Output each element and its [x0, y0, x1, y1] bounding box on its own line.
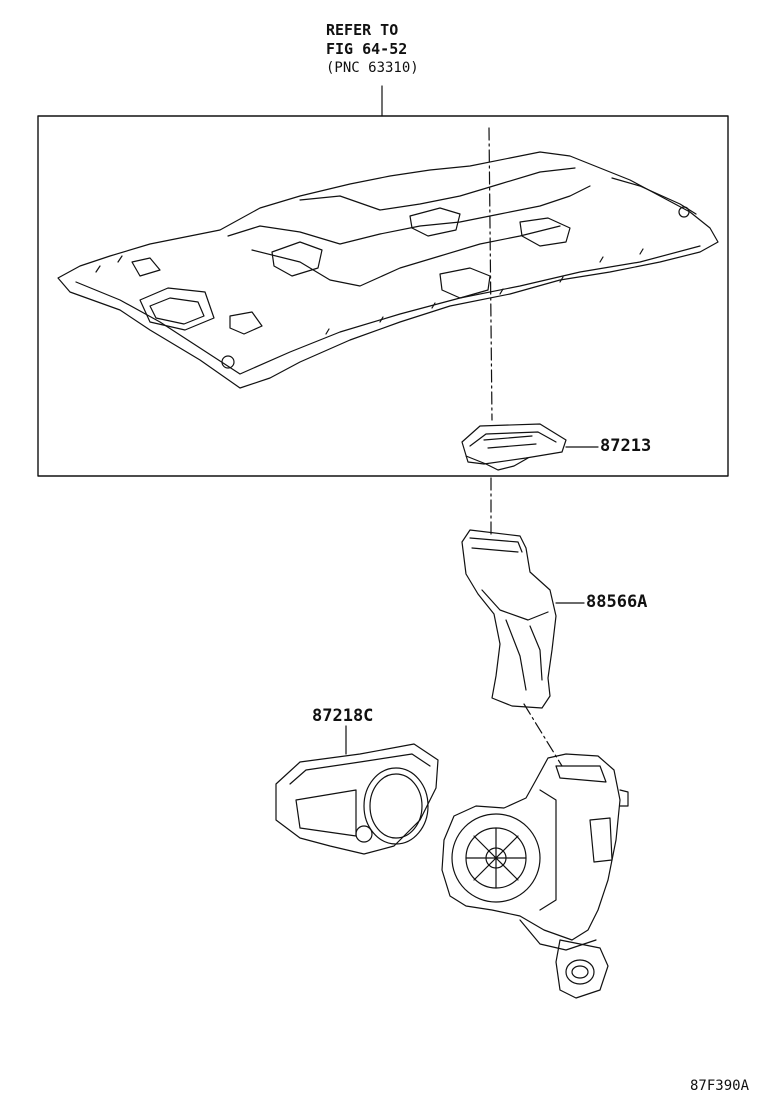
roof-group-frame: [38, 116, 728, 476]
figure-code: 87F390A: [690, 1078, 750, 1094]
part-87213-drawing: [462, 424, 566, 470]
roof-headliner-drawing: [58, 152, 718, 388]
part-88566a-drawing: [462, 530, 556, 708]
part-label-88566a[interactable]: 88566A: [586, 592, 648, 612]
centerline-upper: [489, 128, 492, 420]
part-label-87213[interactable]: 87213: [600, 436, 652, 456]
blower-unit-drawing: [442, 754, 628, 998]
reference-line-1: REFER TO: [326, 21, 399, 39]
centerline-lower: [524, 704, 562, 766]
part-87218c-drawing: [276, 744, 438, 854]
part-label-87218c[interactable]: 87218C: [312, 706, 374, 726]
reference-line-3: (PNC 63310): [326, 60, 419, 76]
reference-line-2: FIG 64-52: [326, 40, 408, 58]
